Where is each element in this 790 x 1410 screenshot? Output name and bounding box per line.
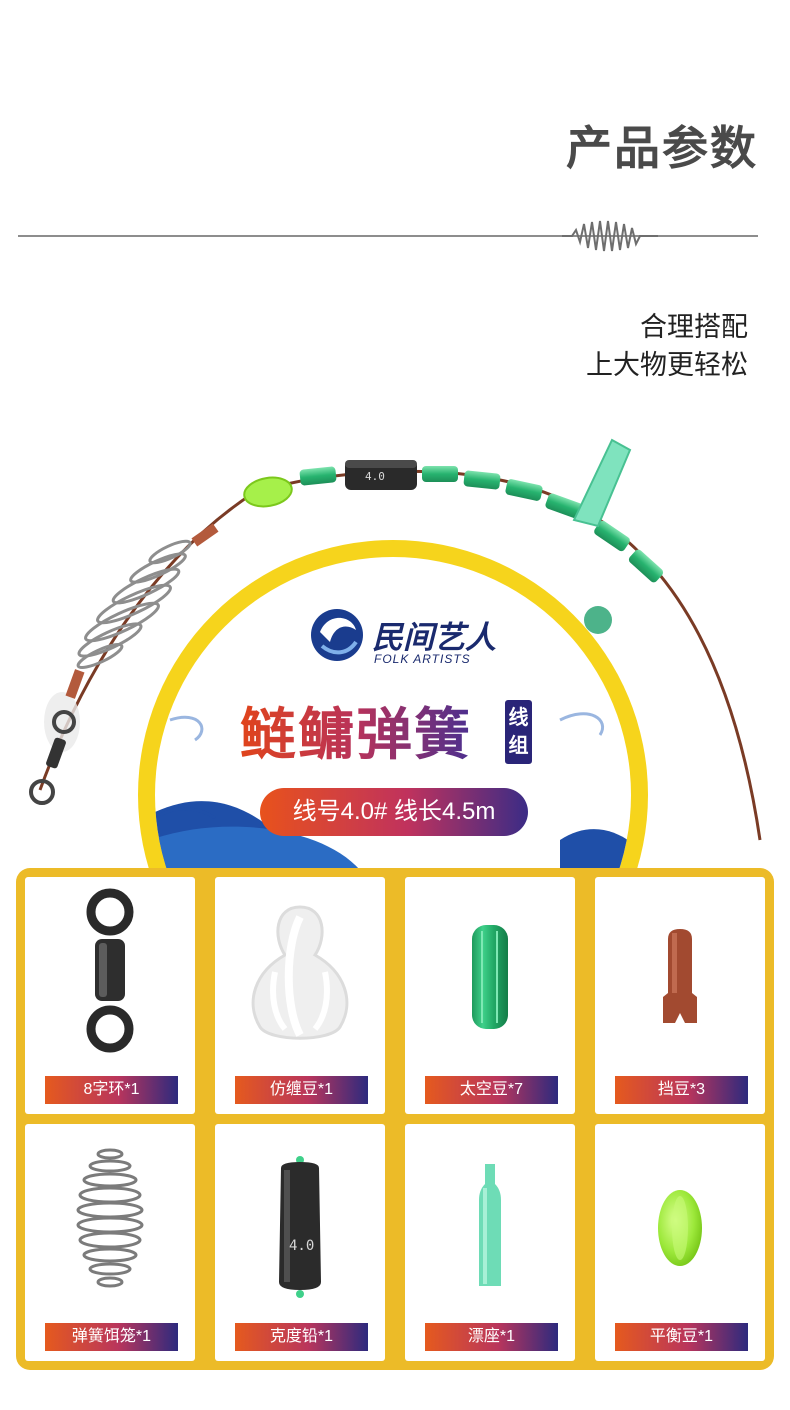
accessory-cell: 太空豆*7	[405, 877, 575, 1114]
rig-stopper-bead	[65, 669, 85, 699]
rig-stopper-bead	[191, 523, 219, 547]
rig-sinker-icon	[345, 460, 417, 490]
spring-feeder-icon	[76, 1148, 144, 1288]
sinker-mark: 4.0	[289, 1238, 315, 1254]
accessory-cell: 漂座*1	[405, 1124, 575, 1361]
rig-swivel-icon	[29, 692, 80, 805]
accessory-cell: 弹簧饵笼*1	[25, 1124, 195, 1361]
rig-sinker-mark: 4.0	[365, 470, 385, 483]
accessory-cell: 仿缠豆*1	[215, 877, 385, 1114]
sinker-icon	[279, 1156, 321, 1298]
product-tag: 线组	[505, 700, 532, 764]
accessory-label: 漂座*1	[425, 1323, 558, 1351]
tagline: 合理搭配 上大物更轻松	[586, 308, 748, 384]
rig-balance-bean	[243, 476, 293, 508]
rig-float-seat-icon	[572, 438, 632, 528]
accessory-cell: 平衡豆*1	[595, 1124, 765, 1361]
brand-name-en: FOLK ARTISTS	[374, 652, 471, 666]
balance-bean-icon	[658, 1190, 702, 1266]
section-title: 产品参数	[566, 122, 758, 174]
wrap-bean-icon	[251, 905, 349, 1040]
accessory-cell: 挡豆*3	[595, 877, 765, 1114]
brand-name-cn: 民间艺人	[372, 620, 496, 656]
rig-green-ball	[584, 606, 612, 634]
accessories-grid: 8字环*1 仿缠豆*1 太空豆*7 挡豆	[16, 868, 774, 1370]
spec-pill: 线号4.0# 线长4.5m	[260, 788, 528, 836]
divider-line	[18, 235, 758, 237]
stopper-bean-icon	[663, 929, 697, 1023]
accessory-label: 挡豆*3	[615, 1076, 748, 1104]
wave-pattern	[155, 712, 631, 870]
rig-spring-feeder-icon	[76, 539, 192, 670]
tagline-line-2: 上大物更轻松	[586, 350, 748, 380]
spring-wave-icon	[562, 220, 658, 252]
product-name: 鲢鳙弹簧	[240, 690, 472, 771]
rig-space-beads	[299, 466, 664, 583]
brand-logo-icon	[311, 609, 363, 661]
accessory-label: 仿缠豆*1	[235, 1076, 368, 1104]
accessory-label: 太空豆*7	[425, 1076, 558, 1104]
tagline-line-1: 合理搭配	[640, 312, 748, 342]
float-seat-icon	[479, 1164, 501, 1286]
space-bean-icon	[472, 925, 508, 1029]
accessory-cell: 4.0 克度铅*1	[215, 1124, 385, 1361]
accessory-label: 8字环*1	[45, 1076, 178, 1104]
swivel-icon	[86, 888, 134, 1053]
accessory-cell: 8字环*1	[25, 877, 195, 1114]
accessory-label: 平衡豆*1	[615, 1323, 748, 1351]
accessory-label: 克度铅*1	[235, 1323, 368, 1351]
accessory-label: 弹簧饵笼*1	[45, 1323, 178, 1351]
